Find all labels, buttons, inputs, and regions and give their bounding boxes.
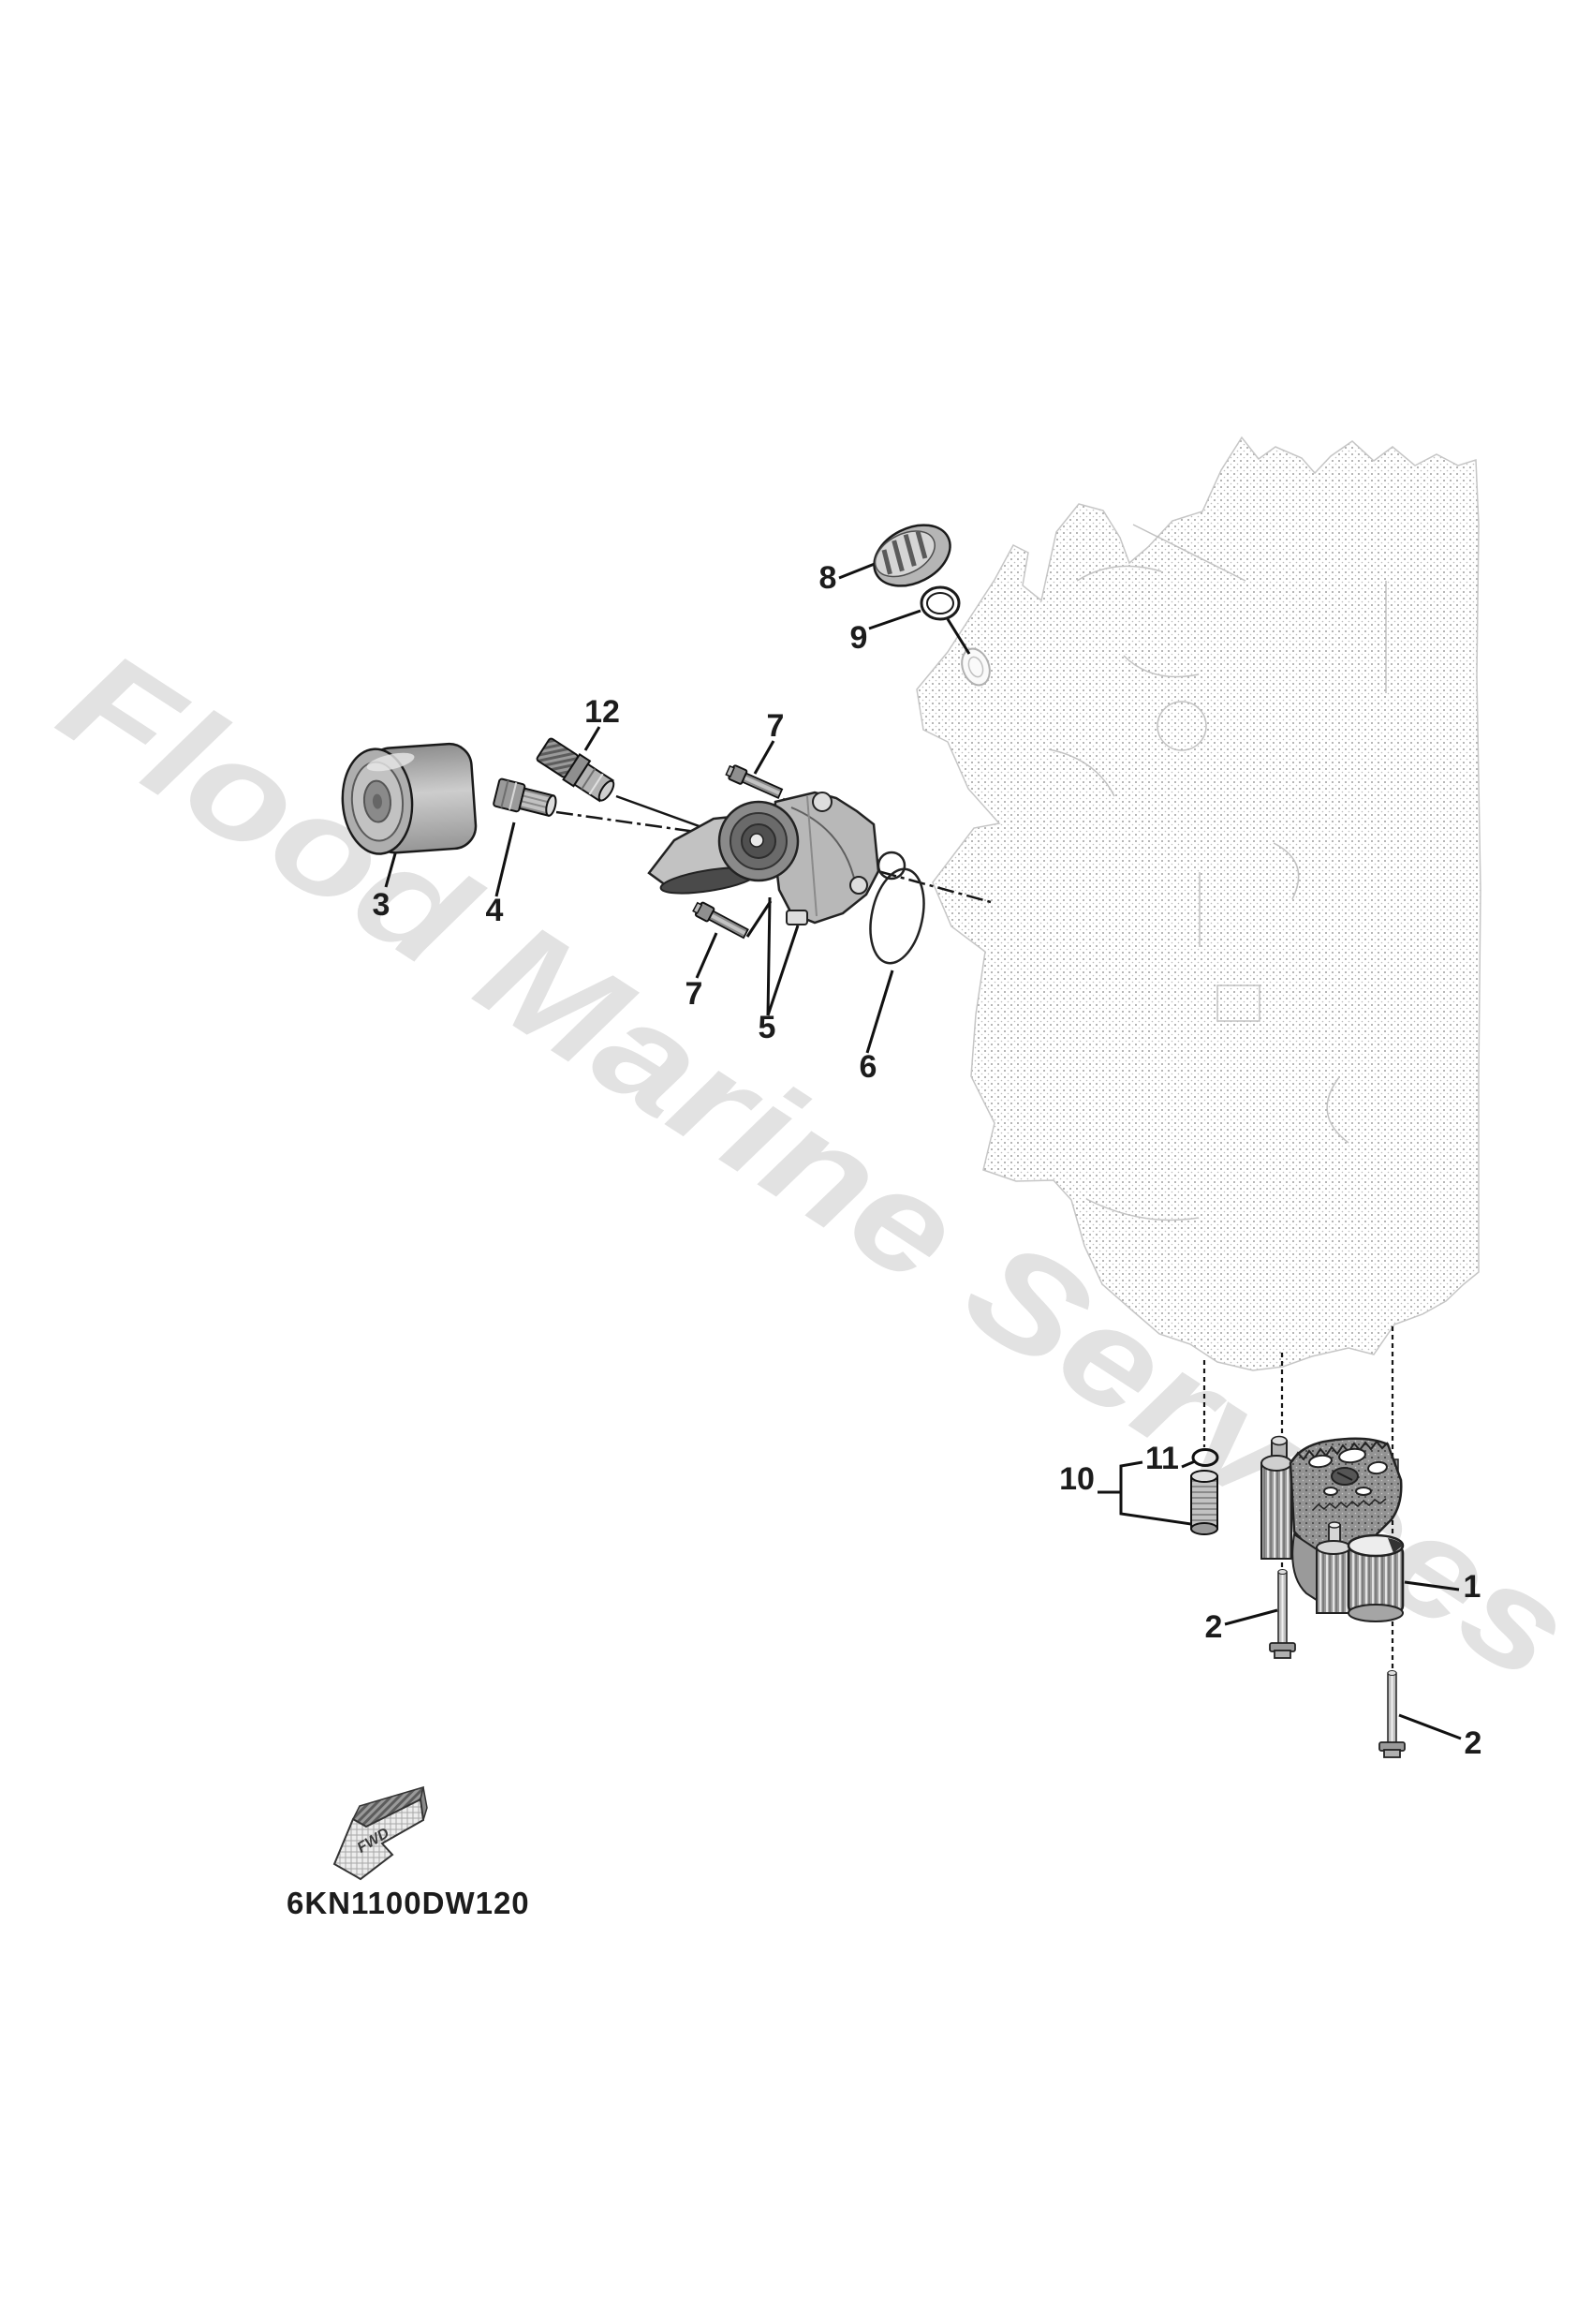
callout-1: 1 bbox=[1464, 1569, 1481, 1605]
callout-10: 10 bbox=[1059, 1461, 1095, 1497]
bolt-2-left bbox=[1269, 1569, 1296, 1659]
callout-2: 2 bbox=[1465, 1725, 1482, 1761]
callout-7: 7 bbox=[767, 708, 785, 744]
callout-12: 12 bbox=[584, 694, 620, 730]
fwd-arrow: FWD bbox=[332, 1785, 428, 1881]
drawing-code: 6KN1100DW120 bbox=[287, 1886, 530, 1920]
leader-lines bbox=[384, 556, 1462, 1740]
callout-5: 5 bbox=[759, 1010, 776, 1045]
callout-11: 11 bbox=[1145, 1441, 1179, 1476]
bolt-7-top bbox=[725, 764, 784, 799]
filler-neck bbox=[961, 647, 991, 687]
callout-3: 3 bbox=[373, 887, 391, 923]
engine-block-outline bbox=[916, 436, 1481, 1371]
oil-pump-assembly bbox=[1260, 1435, 1405, 1622]
callout-8: 8 bbox=[819, 560, 837, 596]
oil-pump-housing bbox=[647, 791, 880, 925]
gasket bbox=[869, 851, 925, 965]
oil-filter bbox=[341, 742, 478, 855]
callout-7: 7 bbox=[685, 976, 703, 1012]
callout-2: 2 bbox=[1205, 1609, 1223, 1645]
callout-6: 6 bbox=[860, 1049, 877, 1085]
washer bbox=[1191, 1448, 1219, 1467]
bolt-2-right bbox=[1378, 1670, 1406, 1758]
oil-pressure-sensor bbox=[536, 737, 615, 803]
o-ring bbox=[920, 585, 961, 621]
oil-filler-cap bbox=[873, 524, 951, 587]
engine-block-silhouette bbox=[916, 436, 1481, 1371]
oil-filter-fitting bbox=[493, 777, 557, 817]
bolt-7-bottom bbox=[692, 901, 749, 940]
collar bbox=[1190, 1470, 1218, 1535]
callout-9: 9 bbox=[850, 620, 868, 656]
callout-4: 4 bbox=[486, 893, 504, 928]
